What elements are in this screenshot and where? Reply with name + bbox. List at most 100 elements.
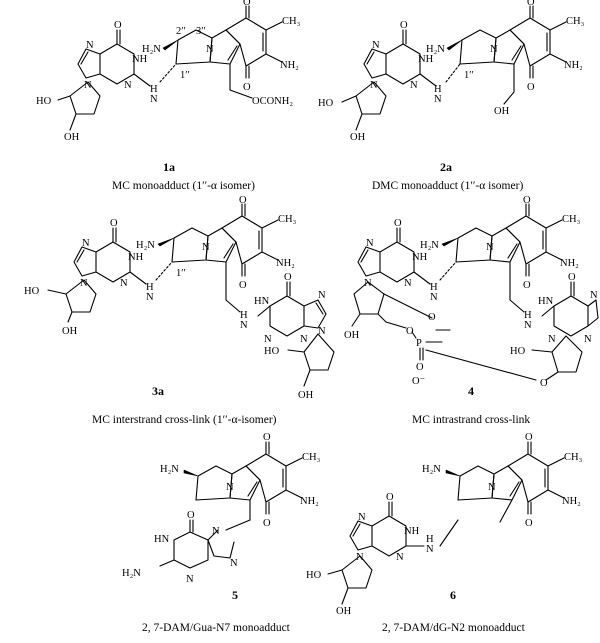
compound-number-2a: 2a bbox=[440, 160, 452, 174]
atom-label: N bbox=[300, 334, 308, 345]
atom-label: O bbox=[527, 82, 535, 93]
atom-label: N bbox=[186, 574, 194, 585]
atom-label: H₂N bbox=[420, 240, 439, 251]
atom-label: N bbox=[120, 278, 128, 289]
atom-label: O bbox=[110, 218, 118, 229]
atom-label: 1′′ bbox=[464, 70, 474, 81]
atom-label: N bbox=[364, 278, 372, 289]
atom-label: OH bbox=[298, 390, 314, 401]
atom-label: CH₃ bbox=[566, 16, 585, 27]
compound-caption-1a: MC monoadduct (1′′-α isomer) bbox=[112, 180, 255, 192]
atom-label: N bbox=[490, 44, 498, 55]
atom-label: H bbox=[426, 534, 434, 545]
atom-label: 3′′ bbox=[196, 26, 206, 37]
atom-label: NH₂ bbox=[564, 60, 583, 71]
atom-label: H₂N bbox=[426, 44, 445, 55]
atom-label: CH₃ bbox=[278, 214, 297, 225]
atom-label: O bbox=[525, 518, 533, 529]
compound-number-6: 6 bbox=[450, 588, 456, 602]
atom-label: O bbox=[187, 510, 195, 521]
atom-label: HO bbox=[306, 570, 322, 581]
atom-label: N bbox=[124, 80, 132, 91]
atom-label: N bbox=[396, 552, 404, 563]
atom-label: H₂N bbox=[422, 464, 441, 475]
compound-number-3a: 3a bbox=[152, 384, 164, 398]
atom-label: N bbox=[372, 40, 380, 51]
atom-label: OH bbox=[344, 330, 360, 341]
atom-label: N bbox=[370, 80, 378, 91]
atom-label: N bbox=[226, 482, 234, 493]
atom-label: NH₂ bbox=[280, 60, 299, 71]
atom-label: N bbox=[410, 80, 418, 91]
atom-label: N bbox=[230, 558, 238, 569]
compound-caption-6: 2, 7-DAM/dG-N2 monoadduct bbox=[382, 622, 525, 634]
atom-label: O bbox=[428, 312, 436, 323]
atom-label: HN bbox=[154, 534, 170, 545]
compound-caption-5: 2, 7-DAM/Gua-N7 monoadduct bbox=[142, 622, 290, 634]
atom-label: OCONH₂ bbox=[252, 96, 293, 107]
atom-label: N bbox=[150, 94, 158, 105]
atom-label: N bbox=[358, 512, 366, 523]
atom-label: P bbox=[416, 338, 422, 349]
atom-label: O bbox=[527, 0, 535, 8]
structure-5 bbox=[159, 441, 303, 569]
atom-label: N bbox=[584, 334, 592, 345]
atom-label: HO bbox=[24, 286, 40, 297]
atom-label: HN bbox=[254, 296, 270, 307]
atom-label: N bbox=[404, 278, 412, 289]
atom-label: N bbox=[486, 242, 494, 253]
atom-label: O bbox=[416, 362, 424, 373]
atom-label: N bbox=[82, 238, 90, 249]
atom-label: NH₂ bbox=[300, 496, 319, 507]
atom-label: CH₃ bbox=[302, 452, 321, 463]
atom-label: O bbox=[239, 195, 247, 206]
atom-label: NH bbox=[404, 526, 420, 537]
atom-label: N bbox=[590, 290, 598, 301]
atom-label: H₂N bbox=[160, 464, 179, 475]
compound-caption-2a: DMC monoadduct (1′′-α isomer) bbox=[372, 180, 524, 192]
compound-number-1a: 1a bbox=[163, 160, 175, 174]
atom-label: N bbox=[318, 326, 326, 337]
atom-label: NH bbox=[418, 54, 434, 65]
atom-label: N bbox=[548, 334, 556, 345]
atom-label: H bbox=[434, 84, 442, 95]
atom-label: O bbox=[263, 432, 271, 443]
atom-label: NH₂ bbox=[276, 258, 295, 269]
atom-label: O⁻ bbox=[412, 376, 425, 387]
atom-label: N bbox=[206, 44, 214, 55]
atom-label: O bbox=[400, 20, 408, 31]
atom-label: 1′′ bbox=[180, 70, 190, 81]
atom-label: N bbox=[212, 526, 220, 537]
atom-label: OH bbox=[350, 132, 366, 143]
structure-6 bbox=[327, 441, 565, 605]
atom-label: NH bbox=[412, 252, 428, 263]
atom-label: 2′′ bbox=[176, 26, 186, 37]
atom-label: N bbox=[86, 40, 94, 51]
atom-label: HN bbox=[538, 296, 554, 307]
atom-label: N bbox=[524, 320, 532, 331]
atom-label: HO bbox=[318, 98, 334, 109]
atom-label: HO bbox=[510, 346, 526, 357]
atom-label: H bbox=[524, 310, 532, 321]
atom-label: N bbox=[426, 544, 434, 555]
atom-label: O bbox=[284, 272, 292, 283]
structure-4 bbox=[351, 203, 599, 381]
atom-label: CH₃ bbox=[282, 16, 301, 27]
atom-label: O bbox=[243, 82, 251, 93]
atom-label: CH₃ bbox=[562, 214, 581, 225]
atom-label: O bbox=[406, 326, 414, 337]
atom-label: 1′′ bbox=[176, 268, 186, 279]
atom-label: CH₃ bbox=[564, 452, 583, 463]
atom-label: N bbox=[366, 238, 374, 249]
atom-label: O bbox=[386, 492, 394, 503]
atom-label: N bbox=[202, 242, 210, 253]
atom-label: O bbox=[239, 280, 247, 291]
atom-label: OH bbox=[64, 132, 80, 143]
atom-label: O bbox=[523, 195, 531, 206]
atom-label: HO bbox=[264, 346, 280, 357]
atom-label: NH bbox=[128, 252, 144, 263]
atom-label: O bbox=[394, 218, 402, 229]
atom-label: N bbox=[434, 94, 442, 105]
structure-1a bbox=[57, 5, 283, 131]
